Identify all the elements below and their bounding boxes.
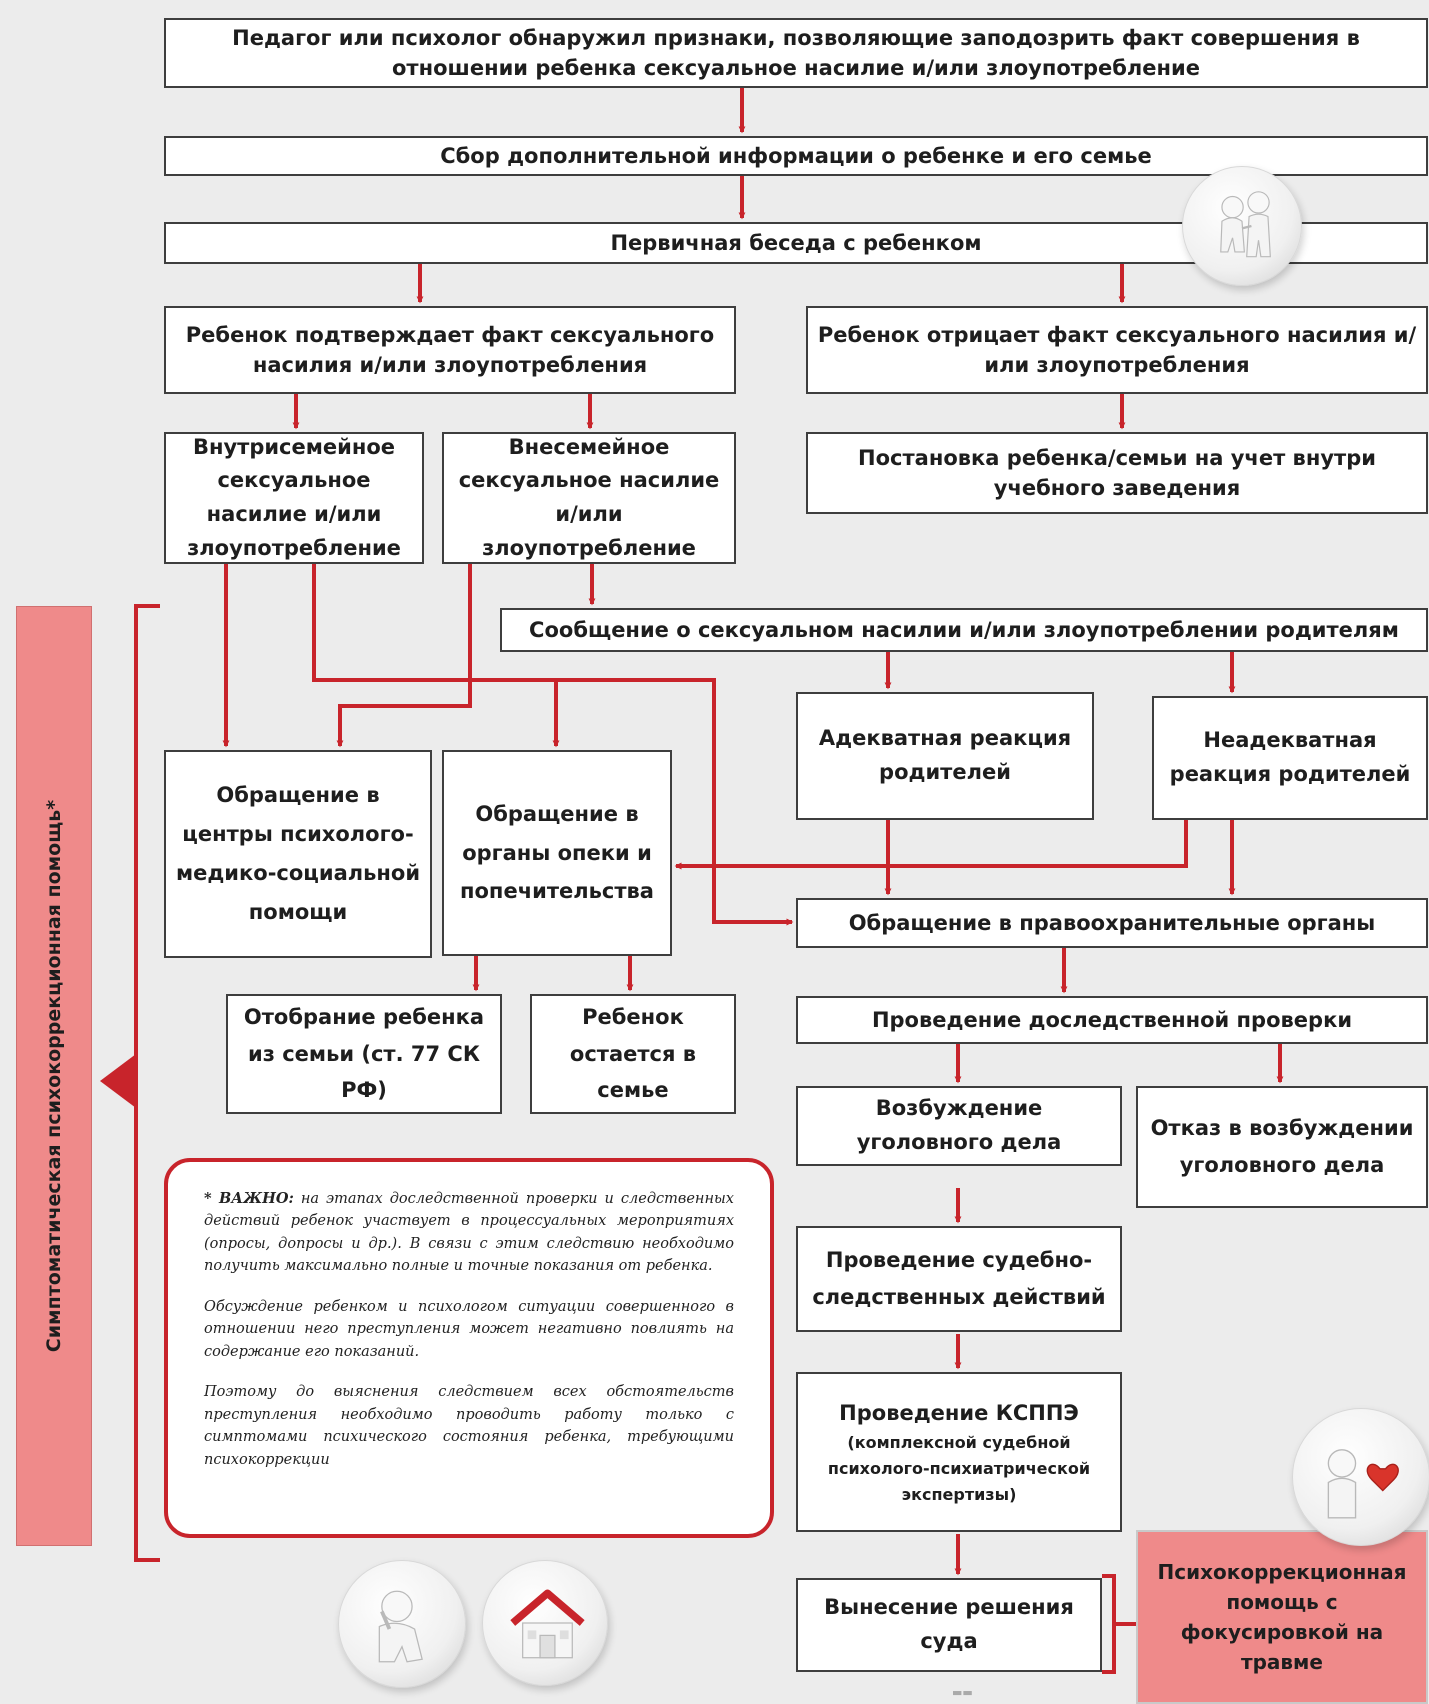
box-criminal-case: Возбуждение уголовного дела — [796, 1086, 1122, 1166]
person-with-heart-icon — [1292, 1408, 1429, 1546]
note-lead: * ВАЖНО: — [204, 1190, 294, 1207]
left-bracket — [134, 604, 160, 1562]
box-trauma-focused-help: Психокоррекционная помощь с фокусировкой… — [1136, 1530, 1428, 1704]
flow-arrow-16 — [674, 820, 1188, 870]
box-child-confirms: Ребенок подтверждает факт сексуального н… — [164, 306, 736, 394]
box-extrafamily: Внесемейное сексуальное насилие и/или зл… — [442, 432, 736, 564]
box-adequate-reaction: Адекватная реакция родителей — [796, 692, 1094, 820]
box-kspe: Проведение КСППЭ (комплексной судебной п… — [796, 1372, 1122, 1532]
box-collect-info: Сбор дополнительной информации о ребенке… — [164, 136, 1428, 176]
box-court-decision: Вынесение решения суда — [796, 1578, 1102, 1672]
box-intrafamily: Внутрисемейное сексуальное насилие и/или… — [164, 432, 424, 564]
note-paragraph-1: * ВАЖНО: на этапах доследственной провер… — [204, 1188, 734, 1278]
box-school-registration: Постановка ребенка/семьи на учет внутри … — [806, 432, 1428, 514]
kspe-title: Проведение КСППЭ — [839, 1400, 1079, 1425]
box-teacher-detects: Педагог или психолог обнаружил признаки,… — [164, 18, 1428, 88]
note-paragraph-2: Обсуждение ребенком и психологом ситуаци… — [204, 1298, 734, 1360]
box-child-denies: Ребенок отрицает факт сексуального насил… — [806, 306, 1428, 394]
box-inadequate-reaction: Неадекватная реакция родителей — [1152, 696, 1428, 820]
box-inform-parents: Сообщение о сексуальном насилии и/или зл… — [500, 608, 1428, 652]
house-icon — [482, 1560, 608, 1686]
side-help-bar — [16, 606, 92, 1546]
box-preinvestigation: Проведение доследственной проверки — [796, 996, 1428, 1044]
box-case-refusal: Отказ в возбуждении уголовного дела — [1136, 1086, 1428, 1208]
flow-arrow-12 — [312, 564, 794, 926]
box-law-enforcement: Обращение в правоохранительные органы — [796, 898, 1428, 948]
right-bracket — [1102, 1574, 1116, 1674]
box-guardianship: Обращение в органы опеки и попечительств… — [442, 750, 672, 956]
box-psych-center: Обращение в центры психолого-медико-соци… — [164, 750, 432, 958]
left-bracket-arrow — [100, 1054, 136, 1108]
box-court-investigation: Проведение судебно-следственных действий — [796, 1226, 1122, 1332]
side-help-label: Симптоматическая психокоррекционная помо… — [43, 799, 65, 1353]
people-helping-icon — [1182, 166, 1302, 286]
note-text-1: на этапах доследственной проверки и след… — [204, 1191, 734, 1275]
flow-arrow-13 — [336, 564, 472, 748]
box-remove-child: Отобрание ребенка из семьи (ст. 77 СК РФ… — [226, 994, 502, 1114]
box-child-stays: Ребенок остается в семье — [530, 994, 736, 1114]
important-note: * ВАЖНО: на этапах доследственной провер… — [164, 1158, 774, 1538]
kspe-subtitle: (комплексной судебной психолого-психиатр… — [827, 1433, 1091, 1504]
note-paragraph-3: Поэтому до выяснения следствием всех обс… — [204, 1384, 734, 1468]
page-mark: ▬▬ — [952, 1686, 973, 1699]
person-thinking-icon — [338, 1560, 466, 1688]
